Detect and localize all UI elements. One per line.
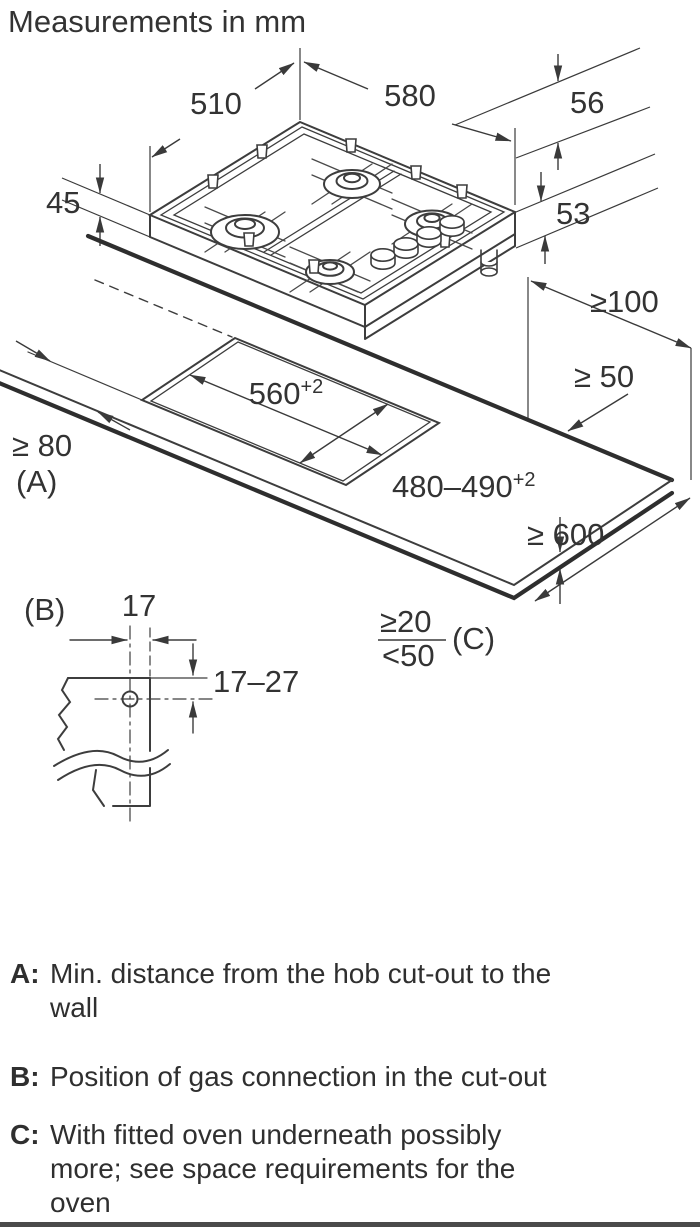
front-clearance-label: ≥ 80 [12,428,72,463]
hob-install-depth-label: 53 [556,196,590,231]
hob-width-label: 580 [384,78,436,113]
legend-b-line-1: Position of gas connection in the cut-ou… [50,1061,547,1092]
hob-isometric-drawing [147,120,518,340]
legend-entry-a: A: Min. distance from the hob cut-out to… [10,957,551,1025]
dimension-diagram: Measurements in mm [0,4,692,823]
thickness-max-label: <50 [382,638,435,673]
gas-depth-range-label: 17–27 [213,664,299,699]
cutout-width-label: 560+2 [249,376,324,411]
side-clearance-label: ≥100 [590,284,659,319]
legend-c-line-1: With fitted oven underneath possibly [50,1119,502,1150]
dim-56 [454,47,651,170]
thickness-min-label: ≥20 [380,604,432,639]
bottom-edge-bar [0,1222,700,1227]
cutout-depth-tolerance: +2 [513,469,536,491]
hob-rim-height-label: 45 [46,185,80,220]
dim-53 [515,153,659,264]
gas-connection-detail [53,625,214,823]
gas-connection-hole [121,690,139,708]
cutout-depth-label: 480–490+2 [392,469,536,504]
worktop-depth-label: ≥ 600 [527,517,604,552]
legend-c-line-2: more; see space requirements for the [50,1153,516,1184]
legend-key-b: B: [10,1061,40,1092]
dim-side-clearance [527,277,692,480]
ref-b-label: (B) [24,592,65,627]
legend-entry-b: B: Position of gas connection in the cut… [10,1060,547,1094]
rear-clearance-label: ≥ 50 [574,359,634,394]
dim-580 [303,61,512,142]
legend-c-line-3: oven [50,1187,111,1218]
dim-cutout-depth [299,403,389,464]
legend-entry-c: C: With fitted oven underneath possibly … [10,1118,515,1220]
dim-510 [151,62,295,158]
hob-dimensions [61,47,659,264]
page-title: Measurements in mm [8,4,306,39]
cutout-width-tolerance: +2 [300,376,323,398]
legend-key-a: A: [10,958,40,989]
worktop-dimensions [15,277,692,641]
hob-depth-label: 510 [190,86,242,121]
legend-a-line-1: Min. distance from the hob cut-out to th… [50,958,552,989]
gas-pipe [480,249,498,277]
control-knobs [370,215,465,270]
dim-rear-clearance [567,393,629,432]
hob-total-height-label: 56 [570,85,604,120]
dim-worktop-thickness [378,517,565,641]
legend-key-c: C: [10,1119,40,1150]
gas-offset-label: 17 [122,588,156,623]
ref-a-label: (A) [16,464,57,499]
ref-c-label: (C) [452,621,495,656]
dim-front-clearance [15,340,131,431]
burners [210,169,460,285]
legend-a-line-2: wall [50,992,99,1023]
